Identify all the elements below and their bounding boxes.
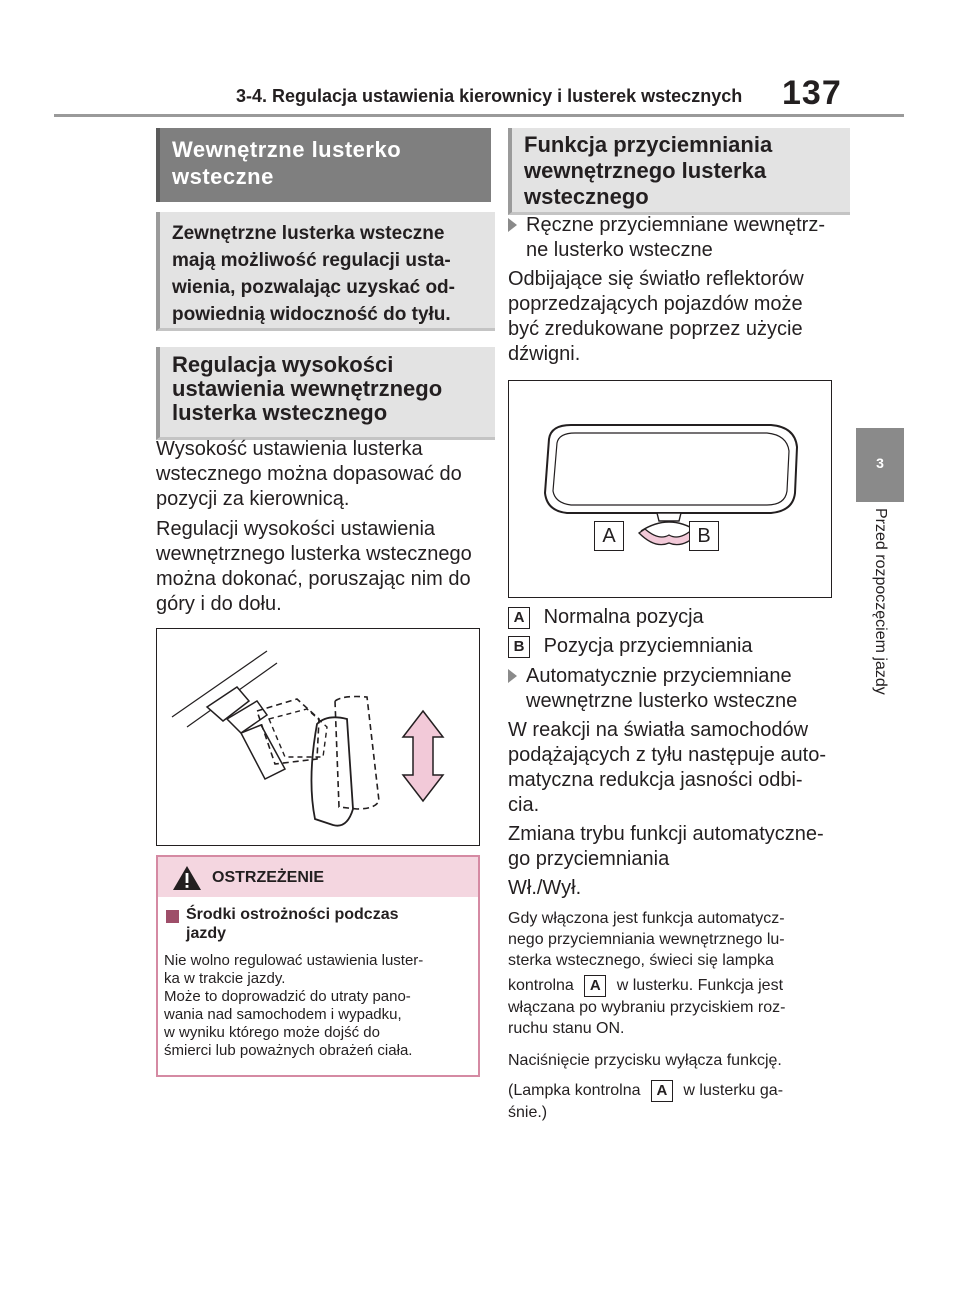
warning-line: w wyniku którego może dojść do — [164, 1024, 380, 1041]
paragraph-line: W reakcji na światła samochodów — [508, 719, 809, 741]
warning-line: ka w trakcie jazdy. — [164, 970, 286, 987]
heading-line: Funkcja przyciemniania — [524, 132, 773, 157]
chapter-section-title: 3-4. Regulacja ustawienia kierownicy i l… — [236, 86, 743, 106]
warning-box: OSTRZEŻENIE Środki ostrożności podczas j… — [156, 855, 480, 1077]
label-a-badge: A — [594, 521, 624, 551]
intro-line: wienia, pozwalając uzyskać od- — [172, 277, 455, 298]
section-heading-inner-mirror: Wewnętrzne lusterko wsteczne — [156, 128, 491, 202]
indicator-key-a: A — [584, 975, 607, 997]
note-line: (Lampka kontrolna A w lusterku ga- — [508, 1080, 838, 1102]
triangle-bullet-icon — [508, 218, 517, 232]
note-text: (Lampka kontrolna — [508, 1082, 641, 1100]
bullet-auto-dimming: Automatycznie przyciemniane wewnętrzne l… — [508, 664, 838, 716]
mirror-lever-illustration — [543, 424, 799, 546]
intro-line: powiednią widoczność do tyłu. — [172, 304, 451, 325]
paragraph-line: cia. — [508, 794, 540, 816]
mirror-height-illustration — [171, 650, 445, 827]
subsection-heading-height-adjust: Regulacja wysokości ustawienia wewnętrzn… — [156, 347, 495, 440]
paragraph-manual-dimming: Odbijające się światło reflektorów poprz… — [508, 267, 838, 367]
note-text: kontrolna — [508, 977, 574, 995]
square-bullet-icon — [166, 910, 179, 923]
warning-header — [158, 857, 478, 897]
paragraph-line: być zredukowane poprzez użycie — [508, 318, 803, 340]
paragraph-adjust: Regulacji wysokości ustawienia wewnętrzn… — [156, 517, 476, 617]
page-number: 137 — [782, 74, 842, 112]
heading-line: wstecznego — [524, 184, 649, 209]
heading-line: wewnętrznego lusterka — [524, 158, 767, 183]
note-text: w lusterku. Funkcja jest — [616, 977, 784, 995]
section-intro: Zewnętrzne lusterka wsteczne mają możliw… — [156, 212, 495, 331]
note-line: nego przyciemniania wewnętrznego lu- — [508, 931, 785, 948]
figure-mirror-height — [156, 628, 480, 846]
warning-line: Nie wolno regulować ustawienia luster- — [164, 952, 424, 969]
triangle-bullet-icon — [508, 669, 517, 683]
paragraph-line: matyczna redukcja jasności odbi- — [508, 769, 803, 791]
warning-line: wania nad samochodem i wypadku, — [164, 1006, 402, 1023]
bullet-manual-dimming: Ręczne przyciemniane wewnętrz- ne luster… — [508, 213, 838, 265]
note-button-off: Naciśnięcie przycisku wyłącza funkcję. — [508, 1052, 782, 1069]
bullet-line: wewnętrzne lusterko wsteczne — [526, 690, 798, 712]
legend-label-b: Pozycja przyciemniania — [543, 635, 753, 657]
subsection-heading-dimming: Funkcja przyciemniania wewnętrznego lust… — [508, 128, 850, 215]
intro-line: mają możliwość regulacji usta- — [172, 250, 451, 271]
paragraph-line: go przyciemniania — [508, 848, 670, 870]
paragraph-line: Regulacji wysokości ustawienia — [156, 518, 436, 540]
note-line: sterka wstecznego, świeci się lampka — [508, 952, 774, 969]
bullet-line: ne lusterko wsteczne — [526, 239, 713, 261]
heading-line: Wewnętrzne lusterko — [172, 137, 402, 162]
legend-label-a: Normalna pozycja — [543, 606, 704, 628]
figure-mirror-lever: A B — [508, 380, 832, 598]
warning-subtitle: Środki ostrożności podczas jazdy — [186, 905, 398, 943]
label-b-badge: B — [689, 521, 719, 551]
paragraph-mode-change: Zmiana trybu funkcji automatyczne- go pr… — [508, 822, 838, 872]
paragraph-line: dźwigni. — [508, 343, 581, 365]
legend-key-b: B — [508, 635, 530, 658]
onoff-label: Wł./Wył. — [508, 877, 582, 899]
paragraph-line: pozycji za kierownicą. — [156, 488, 350, 510]
heading-line: Regulacja wysokości — [172, 352, 394, 377]
warning-body: Nie wolno regulować ustawienia luster- k… — [164, 952, 472, 1060]
bullet-line: Automatycznie przyciemniane — [526, 665, 792, 687]
paragraph-line: wstecznego można dopasować do — [156, 463, 462, 485]
paragraph-auto-dimming: W reakcji na światła samochodów podążają… — [508, 718, 838, 818]
intro-line: Zewnętrzne lusterka wsteczne — [172, 223, 445, 244]
legend-item-a: A Normalna pozycja — [508, 605, 838, 633]
chapter-label-text: Przed rozpoczęciem jazdy — [872, 508, 889, 695]
heading-line: wsteczne — [172, 164, 274, 189]
paragraph-line: poprzedzających pojazdów może — [508, 293, 803, 315]
indicator-key-a: A — [650, 1080, 673, 1102]
legend-key-a: A — [508, 606, 530, 629]
note-indicator-on: Gdy włączona jest funkcja automatycz- ne… — [508, 908, 838, 1039]
subtitle-line: Środki ostrożności podczas — [186, 906, 399, 923]
warning-line: Może to doprowadzić do utraty pano- — [164, 988, 411, 1005]
warning-triangle-icon — [173, 866, 201, 890]
bullet-line: Ręczne przyciemniane wewnętrz- — [526, 214, 826, 236]
note-line: kontrolna A w lusterku. Funkcja jest — [508, 975, 838, 997]
note-indicator-off: (Lampka kontrolna A w lusterku ga- śnie.… — [508, 1080, 838, 1123]
paragraph-line: góry i do dołu. — [156, 593, 282, 615]
paragraph-height: Wysokość ustawienia lusterka wstecznego … — [156, 437, 476, 512]
paragraph-line: podążających z tyłu następuje auto- — [508, 744, 826, 766]
paragraph-line: Zmiana trybu funkcji automatyczne- — [508, 823, 824, 845]
legend-item-b: B Pozycja przyciemniania — [508, 634, 838, 662]
note-line: śnie.) — [508, 1104, 548, 1121]
warning-title: OSTRZEŻENIE — [212, 869, 325, 886]
paragraph-line: Odbijające się światło reflektorów — [508, 268, 804, 290]
paragraph-line: można dokonać, poruszając nim do — [156, 568, 471, 590]
chapter-label: Przed rozpoczęciem jazdy — [865, 508, 895, 738]
paragraph-line: wewnętrznego lusterka wstecznego — [156, 543, 472, 565]
heading-line: lusterka wstecznego — [172, 400, 388, 425]
header-rule — [54, 114, 904, 117]
chapter-tab — [856, 428, 904, 502]
note-line: ruchu stanu ON. — [508, 1020, 625, 1037]
note-line: Gdy włączona jest funkcja automatycz- — [508, 910, 785, 927]
warning-line: śmierci lub poważnych obrażeń ciała. — [164, 1042, 413, 1059]
heading-line: ustawienia wewnętrznego — [172, 376, 443, 401]
chapter-number: 3 — [876, 455, 884, 471]
note-line: włączana po wybraniu przyciskiem roz- — [508, 999, 786, 1016]
paragraph-line: Wysokość ustawienia lusterka — [156, 438, 423, 460]
subtitle-line: jazdy — [186, 925, 227, 942]
note-text: w lusterku ga- — [683, 1082, 784, 1100]
